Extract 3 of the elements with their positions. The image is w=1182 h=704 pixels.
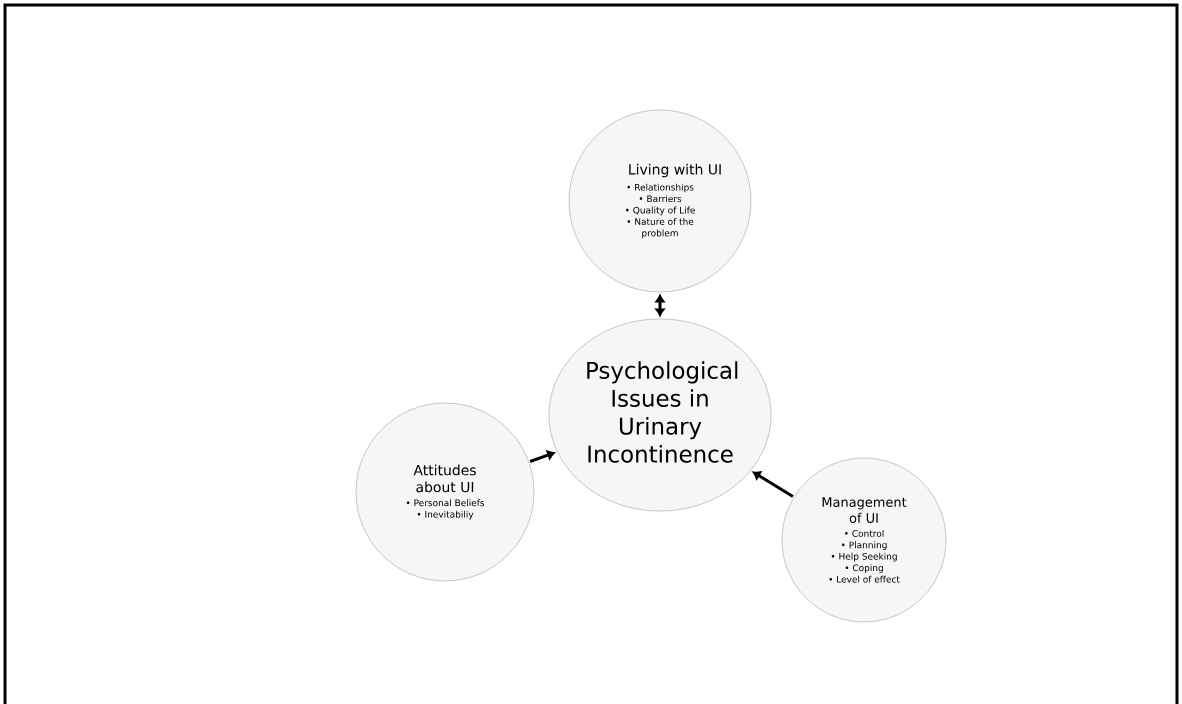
arrow xyxy=(529,450,555,463)
arrow xyxy=(752,471,794,498)
arrow xyxy=(655,294,665,317)
